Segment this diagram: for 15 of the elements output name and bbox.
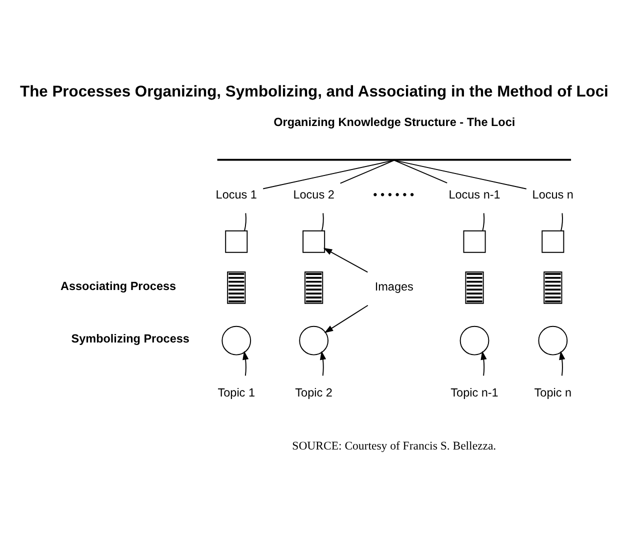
diagram-title: The Processes Organizing, Symbolizing, and Associating in the Method of Loci (20, 82, 608, 100)
node-text: Topic 2 (295, 386, 332, 400)
node-text: Locus 2 (293, 188, 334, 202)
label: Associating Process (60, 279, 176, 292)
node-text: Topic n-1 (450, 386, 498, 400)
node-text: Locus n-1 (448, 188, 500, 202)
label: Organizing Knowledge Structure - The Loci (274, 116, 516, 129)
caption: SOURCE: Courtesy of Francis S. Bellezza. (292, 438, 496, 452)
label: Symbolizing Process (71, 332, 190, 346)
label: • • • • • • (373, 188, 414, 202)
node-text: Topic 1 (218, 386, 255, 400)
node-text: Topic n (534, 386, 572, 400)
node-text: Images (374, 280, 414, 294)
node-text: Locus n (532, 188, 574, 202)
node-text: Locus 1 (216, 188, 257, 202)
